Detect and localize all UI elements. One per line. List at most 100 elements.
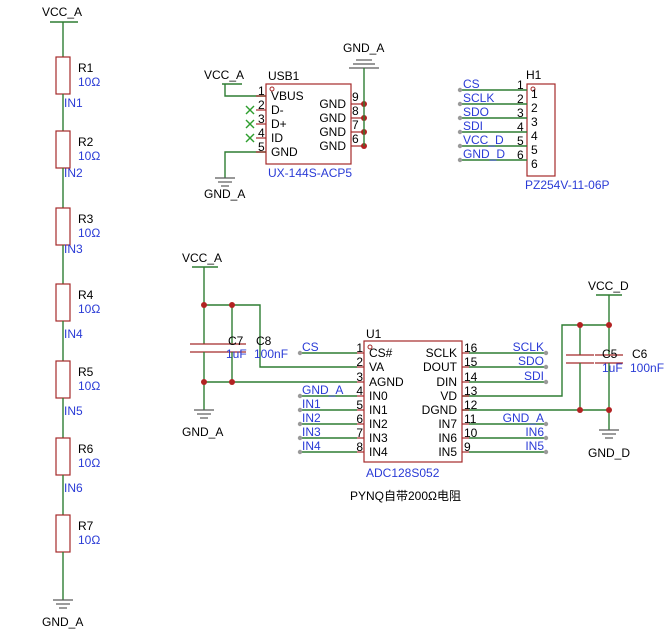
header-net-label: VCC_D — [463, 133, 504, 147]
adc-left-net-label: IN1 — [302, 397, 321, 411]
usb-pin-number: 8 — [352, 104, 359, 118]
resistor-body — [55, 56, 71, 95]
resistor-value: 10Ω — [78, 379, 100, 393]
junction-dot — [201, 379, 207, 385]
usb-pin-name: D+ — [271, 117, 287, 131]
c8-value: 100nF — [254, 347, 288, 361]
adc-pin-number: 13 — [464, 384, 478, 398]
wire-end-dot — [543, 435, 549, 441]
usb-top-gnd-label: GND_A — [343, 41, 384, 55]
right-vcc-label: VCC_D — [588, 279, 629, 293]
wire-end-dot — [297, 449, 303, 455]
adc-ref: U1 — [366, 327, 382, 341]
header-part: PZ254V-11-06P — [525, 178, 610, 192]
usb-pin-number: 5 — [258, 140, 265, 154]
left-decoupling: VCC_A C7 1uF C8 100nF GND_A — [182, 251, 357, 439]
usb-part: UX-144S-ACP5 — [268, 166, 352, 180]
c6-ref: C6 — [632, 347, 648, 361]
wire-end-dot — [297, 407, 303, 413]
junction-dot — [606, 407, 612, 413]
usb-gnd-label: GND_A — [204, 187, 245, 201]
resistor-body — [55, 207, 71, 246]
adc-pin-number: 4 — [356, 384, 363, 398]
junction-dot — [229, 302, 235, 308]
header-net-label: GND_D — [463, 147, 505, 161]
adc-pin-name: IN2 — [369, 417, 388, 431]
usb-pin-number: 6 — [352, 132, 359, 146]
adc-pin-number: 10 — [464, 426, 478, 440]
header-pin-inner-number: 1 — [531, 87, 538, 101]
adc-pin-number: 9 — [464, 440, 471, 454]
usb-pin-number: 2 — [258, 98, 265, 112]
resistor-ref: R6 — [78, 442, 94, 456]
usb-gnd-symbol — [215, 177, 235, 187]
resistor-value: 10Ω — [78, 456, 100, 470]
c7-value: 1uF — [226, 347, 247, 361]
header-pin-inner-number: 5 — [531, 143, 538, 157]
header-net-label: CS — [463, 77, 480, 91]
adc-pin-name: IN1 — [369, 403, 388, 417]
junction-dot — [606, 322, 612, 328]
usb-pin-number: 1 — [258, 84, 265, 98]
adc-pin-name: IN5 — [438, 445, 457, 459]
wire-end-dot — [543, 421, 549, 427]
vcc-a-top-label: VCC_A — [42, 5, 82, 19]
adc-pin-name: IN4 — [369, 445, 388, 459]
adc-right-net-label: IN6 — [525, 425, 544, 439]
usb-pin-name: VBUS — [271, 89, 304, 103]
adc-pin-number: 14 — [464, 370, 478, 384]
adc-part: ADC128S052 — [366, 466, 440, 480]
c7-ref: C7 — [228, 334, 244, 348]
resistor-value: 10Ω — [78, 149, 100, 163]
adc-pin-number: 1 — [356, 341, 363, 355]
adc-right-net-label: SDI — [524, 369, 544, 383]
ladder-tap-label: IN3 — [64, 242, 83, 256]
usb-pin-name: GND — [319, 97, 346, 111]
left-vcc-label: VCC_A — [182, 251, 222, 265]
left-gnd-symbol — [194, 409, 214, 419]
usb-vcc-label: VCC_A — [204, 68, 244, 82]
adc-pin-number: 5 — [356, 398, 363, 412]
left-gnd-label: GND_A — [182, 425, 223, 439]
wire-end-dot — [457, 157, 463, 163]
ladder-tap-label: IN1 — [64, 96, 83, 110]
usb-pin-name: GND — [319, 125, 346, 139]
note-text: PYNQ自带200Ω电阻 — [350, 489, 461, 503]
c5-value: 1uF — [602, 361, 623, 375]
header-pin1-marker — [530, 86, 536, 92]
adc-pin-number: 11 — [464, 412, 477, 426]
usb-pin-number: 7 — [352, 118, 359, 132]
wire-end-dot — [457, 101, 463, 107]
usb-pin-name: D- — [271, 103, 284, 117]
ladder-tap-label: IN2 — [64, 166, 83, 180]
adc-pin-number: 8 — [356, 440, 363, 454]
wire-end-dot — [457, 129, 463, 135]
adc-right-net-label: IN5 — [525, 439, 544, 453]
right-gnd-label: GND_D — [588, 446, 630, 460]
usb-vbus-wire — [224, 84, 266, 97]
right-gnd-symbol — [599, 429, 619, 439]
usb-pin-number: 3 — [258, 112, 265, 126]
header-pin-number: 6 — [517, 148, 524, 162]
adc-right-net-label: GND_A — [503, 411, 544, 425]
header-net-label: SDO — [463, 105, 489, 119]
wire-end-dot — [297, 393, 303, 399]
header-pin-inner-number: 4 — [531, 129, 538, 143]
adc-pin-number: 6 — [356, 412, 363, 426]
ladder-tap-label: IN6 — [64, 481, 83, 495]
resistor-value: 10Ω — [78, 226, 100, 240]
adc-left-net-label: IN2 — [302, 411, 321, 425]
adc-pin-name: CS# — [369, 346, 393, 360]
adc-pin-number: 2 — [356, 355, 363, 369]
usb-pin-number: 4 — [258, 126, 265, 140]
vd-wire — [462, 324, 609, 397]
adc-pin-name: AGND — [369, 375, 404, 389]
header-net-label: SDI — [463, 119, 483, 133]
gnd-a-bottom-label: GND_A — [42, 615, 83, 629]
c7-capacitor — [190, 343, 218, 353]
adc-pin-name: IN3 — [369, 431, 388, 445]
c6-value: 100nF — [630, 361, 664, 375]
